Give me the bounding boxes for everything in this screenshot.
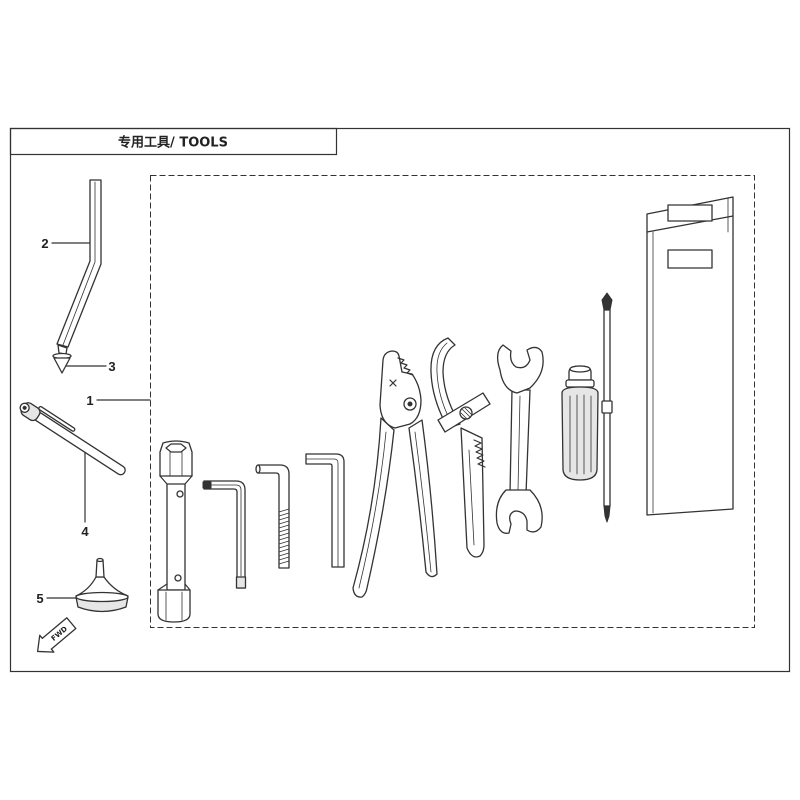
- header-title: 专用工具/ TOOLS: [118, 135, 228, 151]
- callout-1-label: 1: [86, 393, 93, 408]
- screwdriver-handle-grooves: [569, 394, 592, 475]
- outer-frame: [9, 127, 791, 673]
- tool-bag-pouch: [646, 196, 734, 516]
- hex-key-small-long-tip: [235, 576, 247, 589]
- pliers-left-handle: [352, 417, 395, 598]
- pliers-slip-slot: [389, 379, 397, 387]
- pliers-jaws: [379, 350, 422, 429]
- fwd-arrow: FWD: [36, 617, 77, 653]
- header-box: [9, 127, 338, 156]
- tube-wrench-top-facets: [169, 451, 183, 477]
- callout-4: 4: [81, 451, 89, 539]
- screwdriver-handle-cap-top: [569, 365, 591, 373]
- tube-wrench-bottom-taper: [157, 583, 191, 591]
- bent-tube-highlight: [62, 181, 96, 346]
- callout-5: 5: [36, 591, 77, 606]
- funnel-part: [75, 557, 129, 613]
- pliers: [352, 350, 438, 598]
- nozzle-tip-part: [52, 344, 72, 374]
- hook-wrench-handle: [460, 427, 485, 558]
- pen-rod-cap-dot: [22, 405, 27, 410]
- hex-key-small-short-tip: [202, 481, 212, 489]
- tube-wrench-top-hex-opening: [165, 443, 187, 453]
- hex-key-large: [305, 453, 345, 568]
- pen-rod-part: [19, 402, 126, 476]
- adjustable-hook-wrench: [430, 337, 491, 558]
- callout-4-label: 4: [81, 524, 89, 539]
- tube-wrench-hole-bottom: [174, 574, 182, 582]
- screwdriver-phillips-tip: [603, 505, 611, 523]
- hex-key-threaded: [255, 464, 290, 569]
- hook-wrench-worm-ridges: [460, 407, 472, 420]
- tool-bag: [646, 196, 734, 516]
- open-wrench-shaft-groove: [517, 395, 521, 491]
- screwdriver-shaft-collar: [601, 400, 613, 414]
- tube-wrench-hole-top: [176, 490, 184, 498]
- pliers-pivot-center: [407, 401, 413, 407]
- callout-2: 2: [41, 236, 91, 251]
- pen-rod-clip: [38, 405, 76, 432]
- funnel-spout: [95, 559, 105, 578]
- hook-wrench-hook-inner: [436, 342, 453, 425]
- screwdriver-shaft: [601, 292, 613, 523]
- open-wrench-top-head: [496, 344, 544, 394]
- tool-bag-tab-upper: [667, 204, 713, 222]
- callout-5-label: 5: [36, 591, 43, 606]
- nozzle-cone: [53, 357, 71, 374]
- screwdriver-handle-grip: [561, 386, 599, 481]
- tube-wrench-bottom-facets: [165, 591, 183, 621]
- funnel-spout-opening: [96, 557, 104, 563]
- pliers-right-handle-grip: [414, 431, 432, 573]
- double-open-end-wrench: [495, 344, 544, 534]
- callout-3-label: 3: [108, 359, 115, 374]
- hex-key-small-facet: [210, 484, 242, 577]
- hex-key-small: [202, 480, 247, 589]
- hook-wrench-rack: [473, 439, 486, 468]
- pliers-serration: [397, 357, 414, 376]
- hex-key-threaded-end: [255, 464, 261, 474]
- tube-wrench-top-taper: [159, 475, 193, 485]
- screwdriver-handle: [561, 365, 599, 481]
- hex-key-threaded-threads: [278, 508, 290, 565]
- bent-tube-part: [56, 179, 102, 348]
- pen-rod-shaft: [33, 411, 126, 476]
- hex-key-large-body: [305, 453, 345, 568]
- hex-key-large-facet: [305, 458, 339, 568]
- hex-key-small-body: [203, 480, 246, 589]
- hex-key-threaded-body: [257, 464, 290, 569]
- bent-tube-body: [56, 179, 102, 348]
- callout-1: 1: [86, 393, 151, 408]
- hook-wrench-hook: [430, 337, 461, 429]
- fwd-arrow-shape: [36, 617, 77, 653]
- tool-bag-tab-lower: [667, 249, 713, 269]
- hook-wrench-handle-groove: [468, 449, 475, 546]
- pliers-left-handle-grip: [358, 431, 387, 589]
- callout-2-label: 2: [41, 236, 48, 251]
- tube-wrench-top-socket: [159, 440, 193, 477]
- funnel-rim: [75, 591, 129, 603]
- tube-socket-wrench: [157, 440, 193, 623]
- tool-kit-boundary: [150, 175, 755, 628]
- tool-bag-flap-edge: [646, 215, 734, 233]
- tube-wrench-bottom-socket: [157, 589, 191, 623]
- screwdriver-flat-tip: [601, 292, 613, 311]
- callout-3: 3: [62, 359, 116, 374]
- screwdriver-handle-ring: [565, 379, 595, 388]
- tube-wrench-tube: [166, 483, 186, 591]
- open-wrench-bottom-head: [495, 489, 543, 534]
